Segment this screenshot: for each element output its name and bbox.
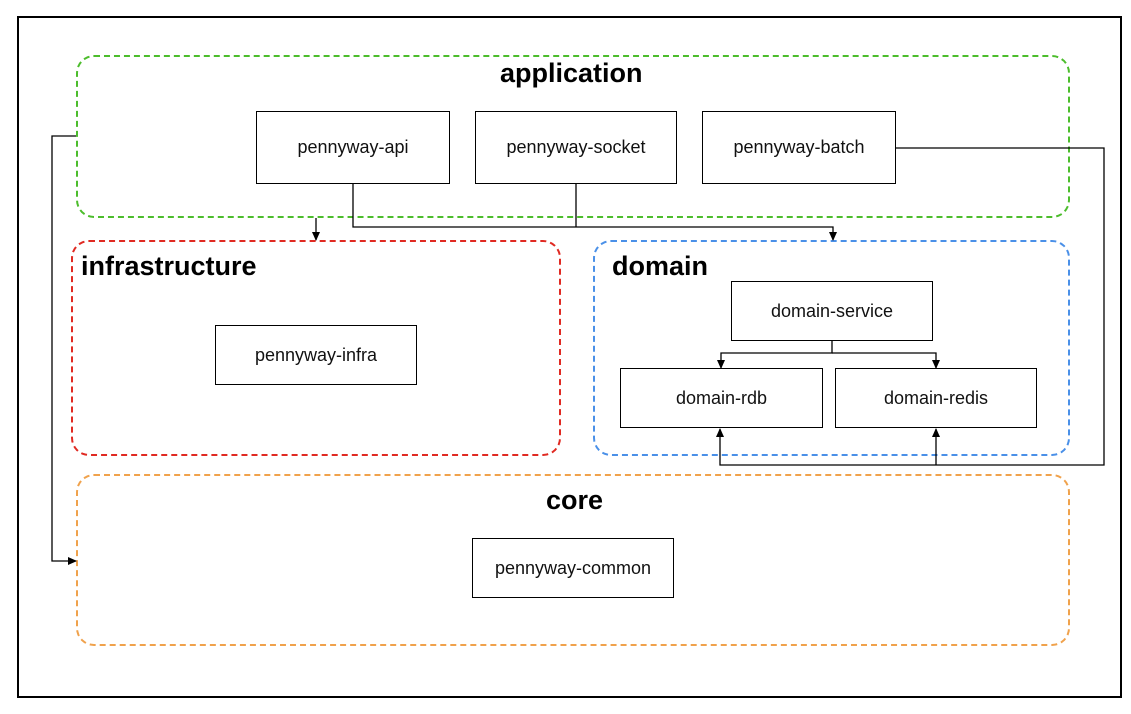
application-title: application <box>500 58 643 88</box>
domain-redis-module[interactable]: domain-redis <box>835 368 1037 428</box>
pennyway-common-module[interactable]: pennyway-common <box>472 538 674 598</box>
core-title: core <box>546 485 604 515</box>
pennyway-api-module[interactable]: pennyway-api <box>256 111 450 184</box>
domain-service-module[interactable]: domain-service <box>731 281 933 341</box>
domain-title: domain <box>612 251 709 281</box>
pennyway-socket-module[interactable]: pennyway-socket <box>475 111 677 184</box>
pennyway-batch-module[interactable]: pennyway-batch <box>702 111 896 184</box>
diagram-frame <box>17 16 1122 698</box>
pennyway-infra-module[interactable]: pennyway-infra <box>215 325 417 385</box>
core-group <box>76 474 1070 646</box>
domain-rdb-module[interactable]: domain-rdb <box>620 368 823 428</box>
infrastructure-title: infrastructure <box>81 251 257 281</box>
